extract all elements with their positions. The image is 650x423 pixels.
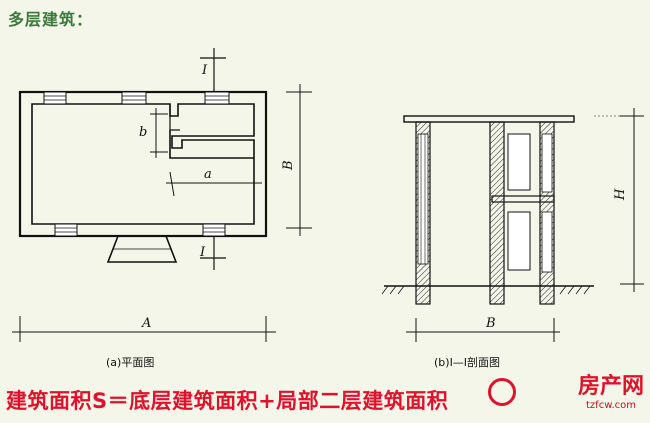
logo-mark-icon	[488, 378, 516, 406]
plan-outer-wall	[18, 90, 268, 238]
floor-plan	[12, 48, 312, 342]
plan-caption: (a)平面图	[106, 356, 154, 369]
plan-section-mark-bottom: I	[199, 245, 206, 260]
plan-section-mark-top: I	[201, 63, 208, 78]
section-right-window-lower	[541, 211, 553, 273]
plan-dim-B-label: B	[281, 160, 296, 171]
slide-title: 多层建筑：	[8, 10, 94, 29]
area-formula: 建筑面积S＝底层建筑面积+局部二层建筑面积	[6, 389, 449, 413]
plan-dim-A-label: A	[141, 316, 151, 331]
plan-dim-b-label: b	[139, 125, 147, 140]
plan-inner-wall	[31, 103, 255, 225]
watermark-logo: 房产网 tzfcw.com	[480, 356, 648, 420]
section-right-window-upper	[541, 133, 553, 193]
plan-window-top-3	[204, 91, 230, 105]
section-door-upper	[507, 133, 531, 191]
plan-window-top-2	[121, 91, 147, 105]
section-door-lower	[507, 211, 531, 271]
section-dim-H-label: H	[613, 188, 628, 201]
section-view	[381, 108, 644, 342]
plan-window-bottom-2	[202, 223, 226, 237]
logo-text: 房产网	[577, 374, 644, 399]
section-dim-B-label: B	[485, 316, 496, 331]
section-caption: (b)I—I剖面图	[434, 355, 500, 369]
logo-url: tzfcw.com	[586, 400, 636, 411]
section-center-wall	[489, 121, 505, 305]
section-left-window	[417, 133, 429, 265]
plan-corridor	[169, 130, 254, 159]
section-roof-slab	[403, 115, 575, 123]
plan-window-bottom-1	[54, 223, 78, 237]
plan-window-top-1	[43, 91, 67, 105]
plan-dim-a-label: a	[204, 167, 212, 182]
